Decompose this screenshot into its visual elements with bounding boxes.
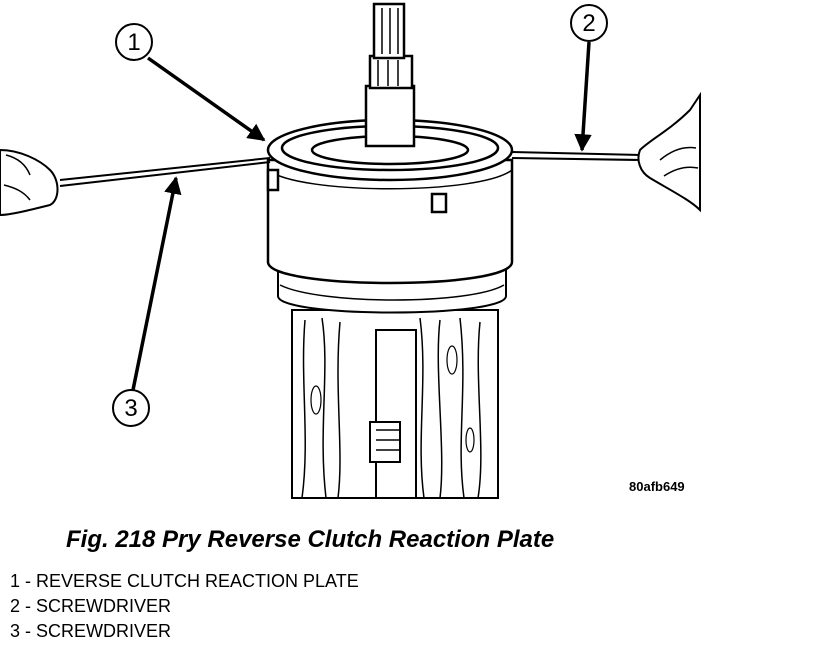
callout-3: 3 <box>112 176 182 427</box>
callout-1: 1 <box>115 23 266 142</box>
callout-2-number: 2 <box>582 10 595 37</box>
legend-item: 3 - SCREWDRIVER <box>10 621 172 641</box>
screwdriver-right <box>511 91 701 213</box>
lower-shaft <box>369 329 417 499</box>
upper-shaft <box>364 2 416 148</box>
legend-item: 1 - REVERSE CLUTCH REACTION PLATE <box>10 571 359 591</box>
screwdriver-left <box>0 148 271 217</box>
figure-code: 80afb649 <box>629 479 685 494</box>
legend-item: 2 - SCREWDRIVER <box>10 596 172 616</box>
callout-3-number: 3 <box>124 395 137 422</box>
legend: 1 - REVERSE CLUTCH REACTION PLATE 2 - SC… <box>10 569 359 644</box>
reaction-plate <box>266 118 514 182</box>
figure-caption: Fig. 218 Pry Reverse Clutch Reaction Pla… <box>66 526 555 553</box>
clutch-diagram: 1 2 3 <box>0 2 701 499</box>
callout-2: 2 <box>570 4 608 152</box>
callout-1-number: 1 <box>127 29 140 56</box>
clutch-drum <box>266 158 514 285</box>
